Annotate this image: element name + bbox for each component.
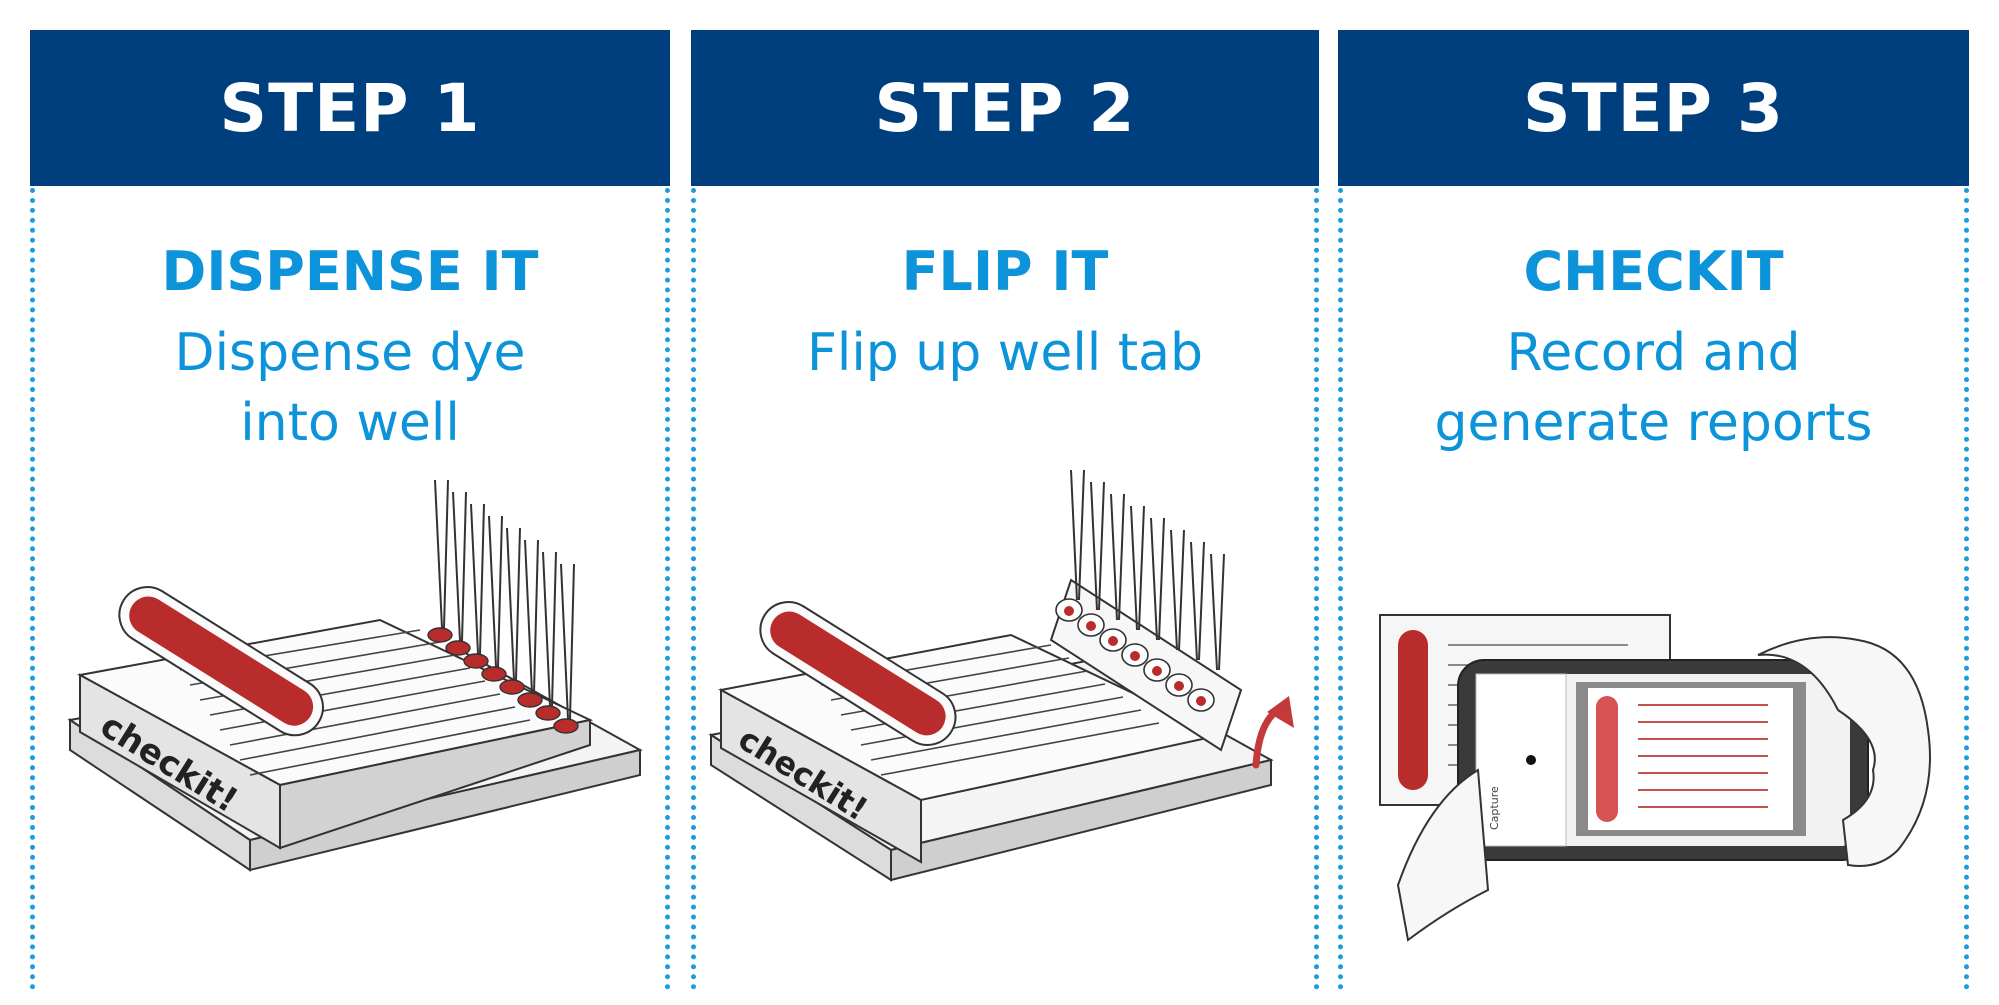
step-2-left-dotted-divider <box>691 188 696 990</box>
step-3-description: Record and generate reports <box>1338 318 1969 458</box>
step-1-description: Dispense dye into well <box>30 318 670 458</box>
step-3-right-dotted-divider <box>1964 188 1969 990</box>
capture-label: Capture <box>1488 786 1501 830</box>
step-2-panel: STEP 2 FLIP IT Flip up well tab <box>691 30 1319 990</box>
step-1-description-line-1: Dispense dye <box>174 323 526 383</box>
step-1-left-dotted-divider <box>30 188 35 990</box>
step-2-header: STEP 2 <box>691 30 1319 186</box>
step-1-right-dotted-divider <box>665 188 670 990</box>
step-1-header: STEP 1 <box>30 30 670 186</box>
step-3-left-dotted-divider <box>1338 188 1343 990</box>
step-2-title: FLIP IT <box>901 240 1109 303</box>
step-3-panel: STEP 3 CHECKIT Record and generate repor… <box>1338 30 1969 990</box>
step-2-right-dotted-divider <box>1314 188 1319 990</box>
step-1-title: DISPENSE IT <box>161 240 539 303</box>
step-2-illustration: checkit! <box>691 470 1319 990</box>
phone-capture-illustration: Capture <box>1379 614 1931 942</box>
flip-tray-illustration: checkit! <box>708 470 1294 882</box>
step-2-description-line-1: Flip up well tab <box>806 323 1204 383</box>
step-3-description-line-1: Record and <box>1506 323 1801 383</box>
step-1-header-label: STEP 1 <box>219 69 481 147</box>
step-3-header: STEP 3 <box>1338 30 1969 186</box>
step-2-description: Flip up well tab <box>691 318 1319 388</box>
step-1-description-line-2: into well <box>240 393 460 453</box>
step-3-illustration: Capture <box>1338 470 1969 990</box>
step-3-header-label: STEP 3 <box>1523 69 1784 147</box>
dispense-tray-illustration: checkit! <box>67 479 643 872</box>
step-1-panel: STEP 1 DISPENSE IT Dispense dye into wel… <box>30 30 670 990</box>
step-1-illustration: checkit! <box>30 470 670 990</box>
step-2-header-label: STEP 2 <box>874 69 1136 147</box>
step-3-title: CHECKIT <box>1523 240 1784 303</box>
step-3-description-line-2: generate reports <box>1434 393 1873 453</box>
